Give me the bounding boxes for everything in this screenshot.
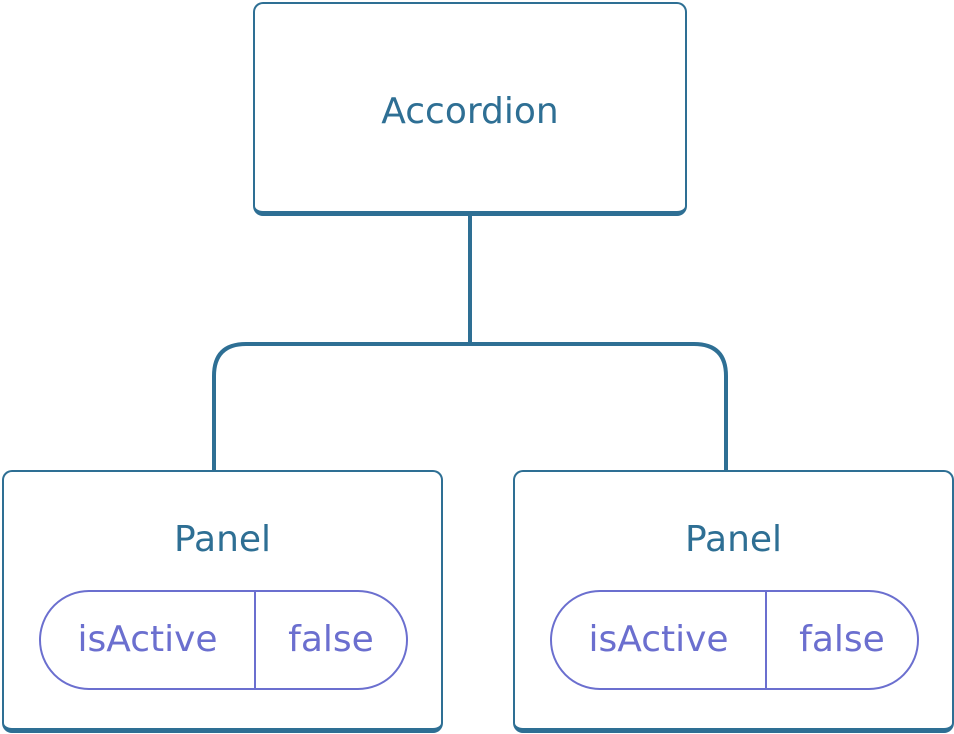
state-pill: isActive false	[550, 590, 919, 690]
state-value: false	[288, 619, 374, 660]
panel-node-right: Panel isActive false	[513, 470, 954, 733]
accordion-label: Accordion	[381, 91, 559, 132]
panel-label: Panel	[173, 519, 272, 560]
accordion-node: Accordion	[253, 2, 687, 216]
state-key: isActive	[41, 592, 256, 688]
state-pill: isActive false	[39, 590, 408, 690]
state-key: isActive	[552, 592, 767, 688]
panel-label: Panel	[684, 519, 783, 560]
connector-root-to-children	[212, 210, 728, 472]
panel-node-left: Panel isActive false	[2, 470, 443, 733]
state-value: false	[799, 619, 885, 660]
